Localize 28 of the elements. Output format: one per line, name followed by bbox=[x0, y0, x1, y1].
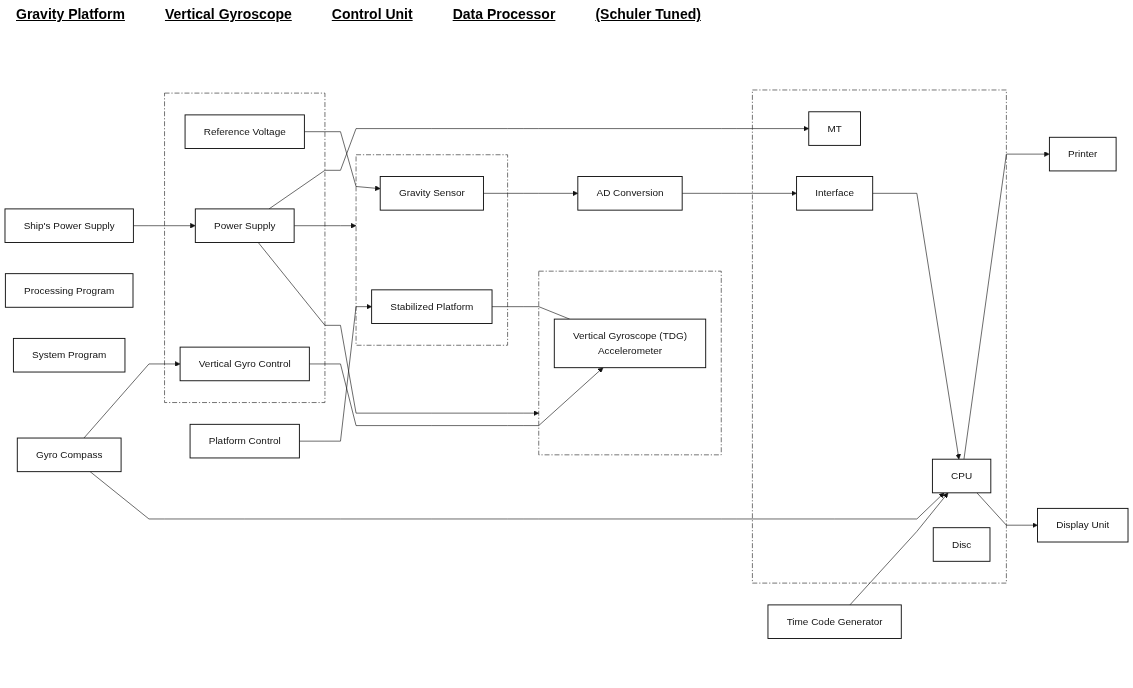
node-box: Reference Voltage bbox=[184, 114, 305, 149]
cluster bbox=[355, 154, 508, 346]
cluster bbox=[164, 92, 326, 403]
node-box: Ship's Power Supply bbox=[4, 208, 134, 243]
cluster bbox=[538, 270, 722, 455]
node-box: System Program bbox=[12, 337, 126, 373]
cluster bbox=[752, 89, 1007, 584]
column-heading: Control Unit bbox=[331, 6, 413, 24]
node-box: Printer bbox=[1048, 136, 1117, 172]
node-box: Vertical Gyro Control bbox=[179, 346, 310, 381]
column-heading: (Schuler Tuned) bbox=[595, 6, 701, 24]
node-box: Display Unit bbox=[1037, 507, 1129, 543]
node-box: CPU bbox=[931, 458, 992, 494]
node-box: AD Conversion bbox=[577, 175, 683, 211]
node-box: Stabilized Platform bbox=[371, 289, 493, 324]
node-box: Gravity Sensor bbox=[379, 175, 484, 211]
node-box: Gyro Compass bbox=[16, 437, 122, 472]
node-box: Disc bbox=[932, 526, 991, 562]
node-box: Processing Program bbox=[4, 272, 134, 308]
node-box: Interface bbox=[796, 175, 874, 211]
column-heading: Vertical Gyroscope bbox=[164, 6, 292, 24]
node-box: Platform Control bbox=[189, 423, 300, 459]
node-box: Power Supply bbox=[194, 208, 295, 243]
node-box: Vertical Gyroscope (TDG) Accelerometer bbox=[553, 318, 707, 368]
column-heading: Gravity Platform bbox=[16, 6, 125, 24]
column-heading: Data Processor bbox=[452, 6, 556, 24]
node-box: MT bbox=[808, 111, 861, 146]
node-box: Time Code Generator bbox=[767, 604, 902, 639]
